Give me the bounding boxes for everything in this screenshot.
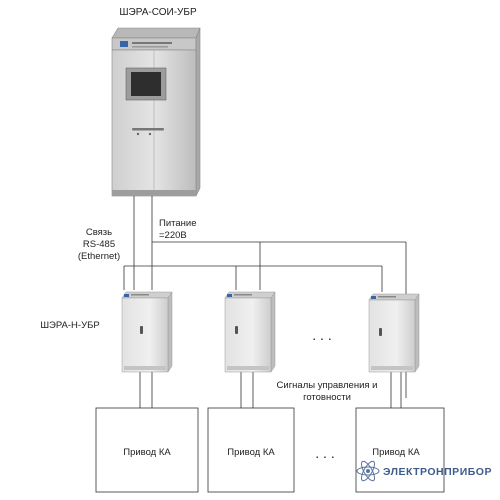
link-label-line1: Связь xyxy=(86,227,112,238)
drive-label-1: Привод КА xyxy=(123,447,171,458)
power-label-line2: =220В xyxy=(159,230,187,241)
drive-box-1 xyxy=(95,407,199,493)
ellipsis-drives: . . . xyxy=(315,445,334,461)
field-cabinet-label: ШЭРА-Н-УБР xyxy=(40,320,99,331)
atom-logo-icon xyxy=(356,460,380,482)
drive-box-2 xyxy=(207,407,295,493)
field-cabinet-3 xyxy=(368,293,420,373)
signals-label-line2: готовности xyxy=(303,392,351,403)
link-label-line3: (Ethernet) xyxy=(78,251,120,262)
drive-label-3: Привод КА xyxy=(372,447,420,458)
main-cabinet-label: ШЭРА-СОИ-УБР xyxy=(119,7,197,18)
field-cabinet-1 xyxy=(121,291,173,373)
main-cabinet xyxy=(111,27,201,197)
link-label-line2: RS-485 xyxy=(83,239,115,250)
drive-box-3 xyxy=(355,407,445,493)
watermark-text: ЭЛЕКТРОНПРИБОР xyxy=(383,466,492,478)
drive-label-2: Привод КА xyxy=(227,447,275,458)
power-label-line1: Питание xyxy=(159,218,197,229)
field-cabinet-2 xyxy=(224,291,276,373)
ellipsis-cabinets: . . . xyxy=(312,327,331,343)
signals-label-line1: Сигналы управления и xyxy=(277,380,378,391)
